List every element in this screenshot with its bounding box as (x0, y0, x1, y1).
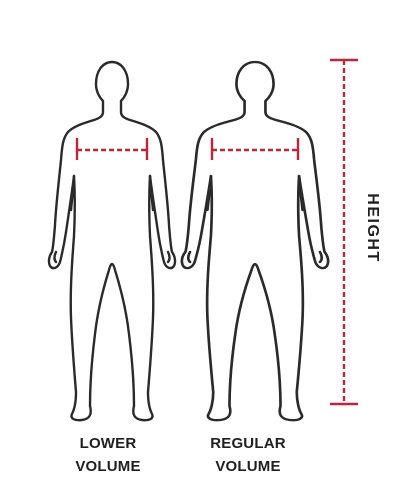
chest-measure-regular (210, 138, 300, 160)
label-lower-line1: LOWER (79, 435, 137, 452)
label-regular-line2: VOLUME (215, 458, 281, 475)
figure-regular-volume (180, 60, 330, 422)
height-label: HEIGHT (364, 193, 381, 263)
chest-measure-lower (75, 138, 149, 160)
label-lower-volume: LOWER VOLUME (48, 432, 168, 478)
height-measure (330, 58, 358, 406)
label-lower-line2: VOLUME (75, 458, 141, 475)
figure-lower-volume (47, 60, 177, 422)
body-silhouette-regular (180, 60, 330, 422)
label-regular-volume: REGULAR VOLUME (188, 432, 308, 478)
label-regular-line1: REGULAR (210, 435, 286, 452)
body-silhouette-lower (47, 60, 177, 422)
